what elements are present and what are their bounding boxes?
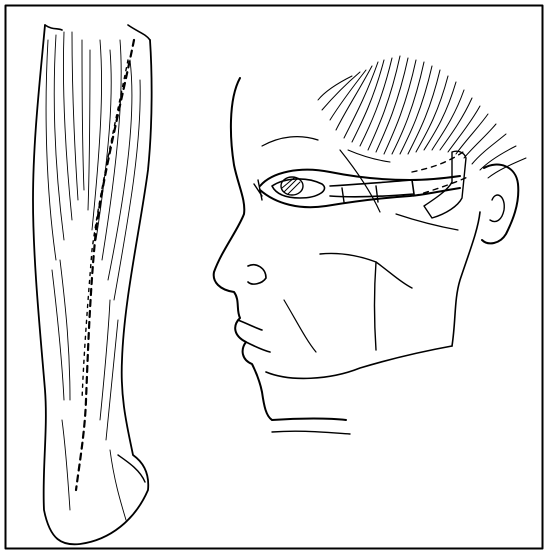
- illustration-canvas: [0, 0, 548, 555]
- medical-illustration: [0, 0, 548, 555]
